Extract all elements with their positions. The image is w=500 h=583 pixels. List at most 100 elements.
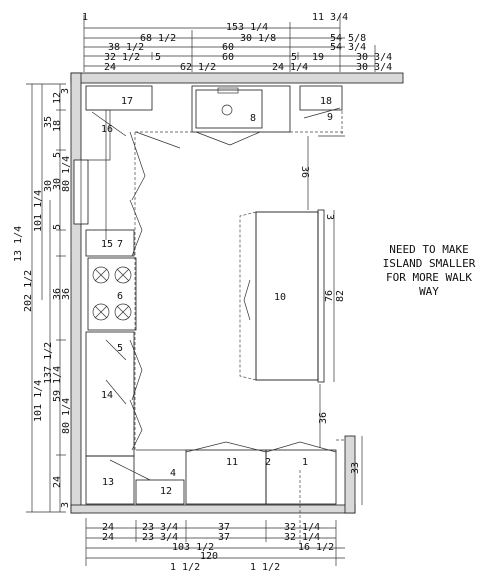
cabinet-label-15: 15 bbox=[101, 239, 113, 250]
bottom-dim-103-1-2: 103 1/2 bbox=[172, 542, 214, 553]
cabinet-label-9: 9 bbox=[327, 112, 333, 123]
aisle-dim-bottom: 36 bbox=[318, 412, 329, 424]
cabinet-label-7: 7 bbox=[117, 239, 123, 250]
left-dim-12: 12 bbox=[52, 92, 63, 104]
inner-dimensions: 36 36 76 82 33 3 3 3 bbox=[60, 88, 363, 508]
cabinet-label-5: 5 bbox=[117, 343, 123, 354]
left-dim-36-a: 36 bbox=[52, 288, 63, 300]
cabinet-label-2: 2 bbox=[265, 457, 271, 468]
bottom-dim-37-a: 37 bbox=[218, 522, 230, 533]
burner-4 bbox=[114, 303, 132, 321]
left-dim-101-1-4-a: 101 1/4 bbox=[33, 190, 44, 232]
left-dim-80-1-4-a: 80 1/4 bbox=[61, 156, 72, 192]
left-dim-80-1-4-b: 80 1/4 bbox=[61, 398, 72, 434]
burner-3 bbox=[92, 303, 110, 321]
cabinet-label-8: 8 bbox=[250, 113, 256, 124]
left-dim-24: 24 bbox=[52, 476, 63, 488]
cabinet-15-7 bbox=[85, 229, 135, 257]
cabinet-label-6: 6 bbox=[117, 291, 123, 302]
left-dim-13-1-4: 13 1/4 bbox=[13, 226, 24, 262]
left-dim-18: 18 bbox=[52, 120, 63, 132]
cabinet-12 bbox=[135, 479, 185, 505]
island-end-cap bbox=[317, 209, 325, 383]
note-line-4: WAY bbox=[419, 285, 439, 298]
left-dim-202-1-2: 202 1/2 bbox=[23, 270, 34, 312]
edge-mark-a: 3 bbox=[60, 88, 71, 94]
left-dim-59-1-4: 59 1/4 bbox=[52, 366, 63, 402]
edge-mark-b: 3 bbox=[60, 502, 71, 508]
bottom-dim-1-1-2-a: 1 1/2 bbox=[170, 562, 200, 573]
left-dim-137-1-2: 137 1/2 bbox=[43, 342, 54, 384]
edge-mark-c: 3 bbox=[324, 214, 335, 220]
island-dim-82: 82 bbox=[335, 290, 346, 302]
left-dimension-block: 202 1/2 13 1/4 101 1/4 101 1/4 137 1/2 5… bbox=[13, 83, 72, 513]
cabinet-label-4: 4 bbox=[170, 468, 176, 479]
top-dim-38-1-2: 38 1/2 bbox=[108, 42, 144, 53]
burner-1 bbox=[92, 266, 110, 284]
left-wall bbox=[70, 72, 82, 514]
cabinet-13 bbox=[85, 455, 135, 505]
top-dim-60-a: 60 bbox=[222, 42, 234, 53]
aisle-dim-top: 36 bbox=[299, 166, 310, 178]
top-dim-19: 19 bbox=[312, 52, 324, 63]
cabinet-label-1: 1 bbox=[302, 457, 308, 468]
island-overhang bbox=[239, 211, 257, 381]
top-dim-30-3-4-a: 30 3/4 bbox=[356, 52, 392, 63]
sink-cabinet bbox=[191, 85, 291, 133]
bottom-wall bbox=[70, 504, 356, 514]
note-line-1: NEED TO MAKE bbox=[389, 243, 468, 256]
cabinet-label-10: 10 bbox=[274, 292, 286, 303]
range bbox=[87, 257, 137, 331]
top-wall bbox=[70, 72, 404, 84]
top-dim-54-5-8: 54 5/8 bbox=[330, 33, 366, 44]
cabinet-label-14: 14 bbox=[101, 390, 113, 401]
island bbox=[255, 211, 319, 381]
burner-2 bbox=[114, 266, 132, 284]
top-dim-24-1-4: 24 1/4 bbox=[272, 62, 308, 73]
top-dim-5-right: 5 bbox=[291, 52, 297, 63]
bottom-dim-37-b: 37 bbox=[218, 532, 230, 543]
left-dim-101-1-4-b: 101 1/4 bbox=[33, 380, 44, 422]
bottom-dim-1-1-2-b: 1 1/2 bbox=[250, 562, 280, 573]
cabinet-label-17: 17 bbox=[121, 96, 133, 107]
top-dim-54-3-4: 54 3/4 bbox=[330, 42, 366, 53]
bottom-dim-24-b: 24 bbox=[102, 532, 114, 543]
bottom-dim-23-3-4-a: 23 3/4 bbox=[142, 522, 178, 533]
note-line-3: FOR MORE WALK bbox=[386, 271, 472, 284]
sink-basin bbox=[195, 89, 263, 129]
top-dim-68-1-2: 68 1/2 bbox=[140, 33, 176, 44]
right-end-dim-33: 33 bbox=[350, 462, 361, 474]
top-dimension-block: 1 153 1/4 11 3/4 68 1/2 30 1/8 54 5/8 38… bbox=[82, 12, 392, 73]
top-dim-5-left: 5 bbox=[155, 52, 161, 63]
top-dim-62-1-2: 62 1/2 bbox=[180, 62, 216, 73]
left-dim-35: 35 bbox=[43, 116, 54, 128]
bottom-dim-32-1-4-a: 32 1/4 bbox=[284, 522, 320, 533]
cabinet-label-18: 18 bbox=[320, 96, 332, 107]
left-dim-5-b: 5 bbox=[52, 224, 63, 230]
top-dim-24: 24 bbox=[104, 62, 116, 73]
right-wall-stub bbox=[344, 435, 356, 514]
left-dim-30-a: 30 bbox=[43, 180, 54, 192]
walls bbox=[70, 72, 404, 514]
cabinet-label-13: 13 bbox=[102, 477, 114, 488]
drain bbox=[221, 104, 233, 116]
cabinet-1-2 bbox=[265, 449, 337, 505]
top-dim-30-3-4-b: 30 3/4 bbox=[356, 62, 392, 73]
faucet bbox=[217, 87, 239, 94]
bottom-dim-32-1-4-b: 32 1/4 bbox=[284, 532, 320, 543]
top-dim-11-3-4: 11 3/4 bbox=[312, 12, 348, 23]
bottom-dim-23-3-4-b: 23 3/4 bbox=[142, 532, 178, 543]
bottom-dim-16-1-2: 16 1/2 bbox=[298, 542, 334, 553]
cabinet-label-16: 16 bbox=[101, 124, 113, 135]
cabinet-label-12: 12 bbox=[160, 486, 172, 497]
cabinet-label-11: 11 bbox=[226, 457, 238, 468]
bottom-dimension-block: 24 23 3/4 37 32 1/4 24 23 3/4 37 32 1/4 … bbox=[85, 518, 345, 573]
note-line-2: ISLAND SMALLER bbox=[383, 257, 476, 270]
top-dim-32-1-2: 32 1/2 bbox=[104, 52, 140, 63]
bottom-dim-120: 120 bbox=[200, 551, 218, 562]
top-dim-153-1-4: 153 1/4 bbox=[226, 22, 268, 33]
left-dim-30-b: 30 bbox=[52, 178, 63, 190]
left-dim-36-b: 36 bbox=[61, 288, 72, 300]
cabinet-layout: 17 16 18 9 8 15 7 6 5 14 10 4 13 12 11 2… bbox=[85, 85, 345, 544]
